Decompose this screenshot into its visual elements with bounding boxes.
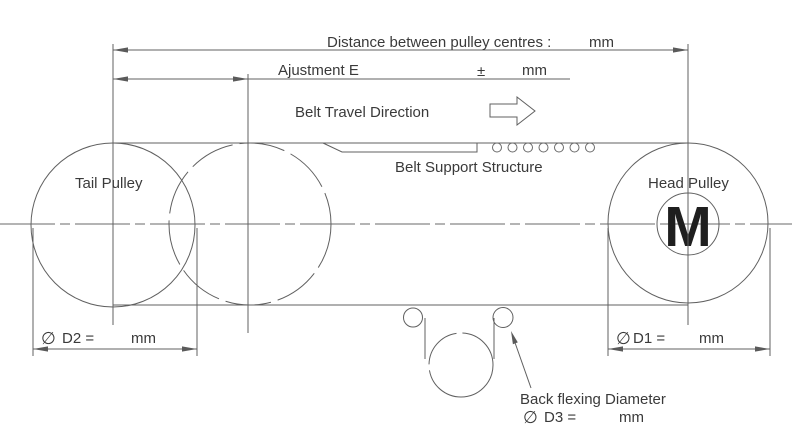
- d3-label: D3 =: [544, 409, 576, 426]
- adjustment-tolerance-symbol: ±: [477, 63, 485, 80]
- d3-title: Back flexing Diameter: [520, 391, 666, 408]
- arrow-right-icon: [233, 76, 248, 82]
- d2-diameter-symbol: ∅: [41, 329, 56, 348]
- d1-unit: mm: [699, 330, 724, 347]
- snub-pulley-left-circle: [403, 307, 423, 328]
- arrow-right-icon: [182, 346, 197, 352]
- adjustment-unit: mm: [522, 62, 547, 79]
- roller-circles: [492, 142, 595, 153]
- belt-support-label: Belt Support Structure: [395, 159, 543, 176]
- d3-unit: mm: [619, 409, 644, 426]
- arrow-up-icon: [511, 331, 518, 345]
- roller-icon: [585, 142, 595, 153]
- snub-pulley-right-circle: [492, 307, 514, 328]
- d3-diameter-symbol: ∅: [523, 408, 538, 427]
- distance-dimension-unit: mm: [589, 34, 614, 51]
- d1-label: D1 =: [633, 330, 665, 347]
- belt-travel-label: Belt Travel Direction: [295, 104, 429, 121]
- d1-diameter-symbol: ∅: [616, 329, 631, 348]
- arrow-left-icon: [608, 346, 623, 352]
- arrow-left-icon: [113, 76, 128, 82]
- adjustment-label: Ajustment E: [278, 62, 359, 79]
- d2-label: D2 =: [62, 330, 94, 347]
- roller-icon: [523, 142, 533, 153]
- d3-leader-line: [512, 336, 532, 389]
- roller-icon: [554, 142, 564, 153]
- arrow-left-icon: [113, 47, 128, 53]
- tail-pulley-adjusted-position-circle: [168, 142, 332, 306]
- head-pulley-label: Head Pulley: [648, 175, 729, 192]
- d2-unit: mm: [131, 330, 156, 347]
- distance-dimension-label: Distance between pulley centres :: [327, 34, 551, 51]
- arrow-right-icon: [755, 346, 770, 352]
- travel-direction-arrow-icon: [489, 95, 536, 127]
- tail-pulley-label: Tail Pulley: [75, 175, 143, 192]
- roller-icon: [507, 142, 518, 153]
- slider-bed-shape: [322, 142, 478, 153]
- roller-icon: [492, 142, 502, 153]
- roller-icon: [569, 142, 580, 153]
- arrow-right-icon: [673, 47, 688, 53]
- arrow-left-icon: [33, 346, 48, 352]
- roller-icon: [538, 142, 549, 153]
- takeup-pulley-circle: [428, 332, 494, 398]
